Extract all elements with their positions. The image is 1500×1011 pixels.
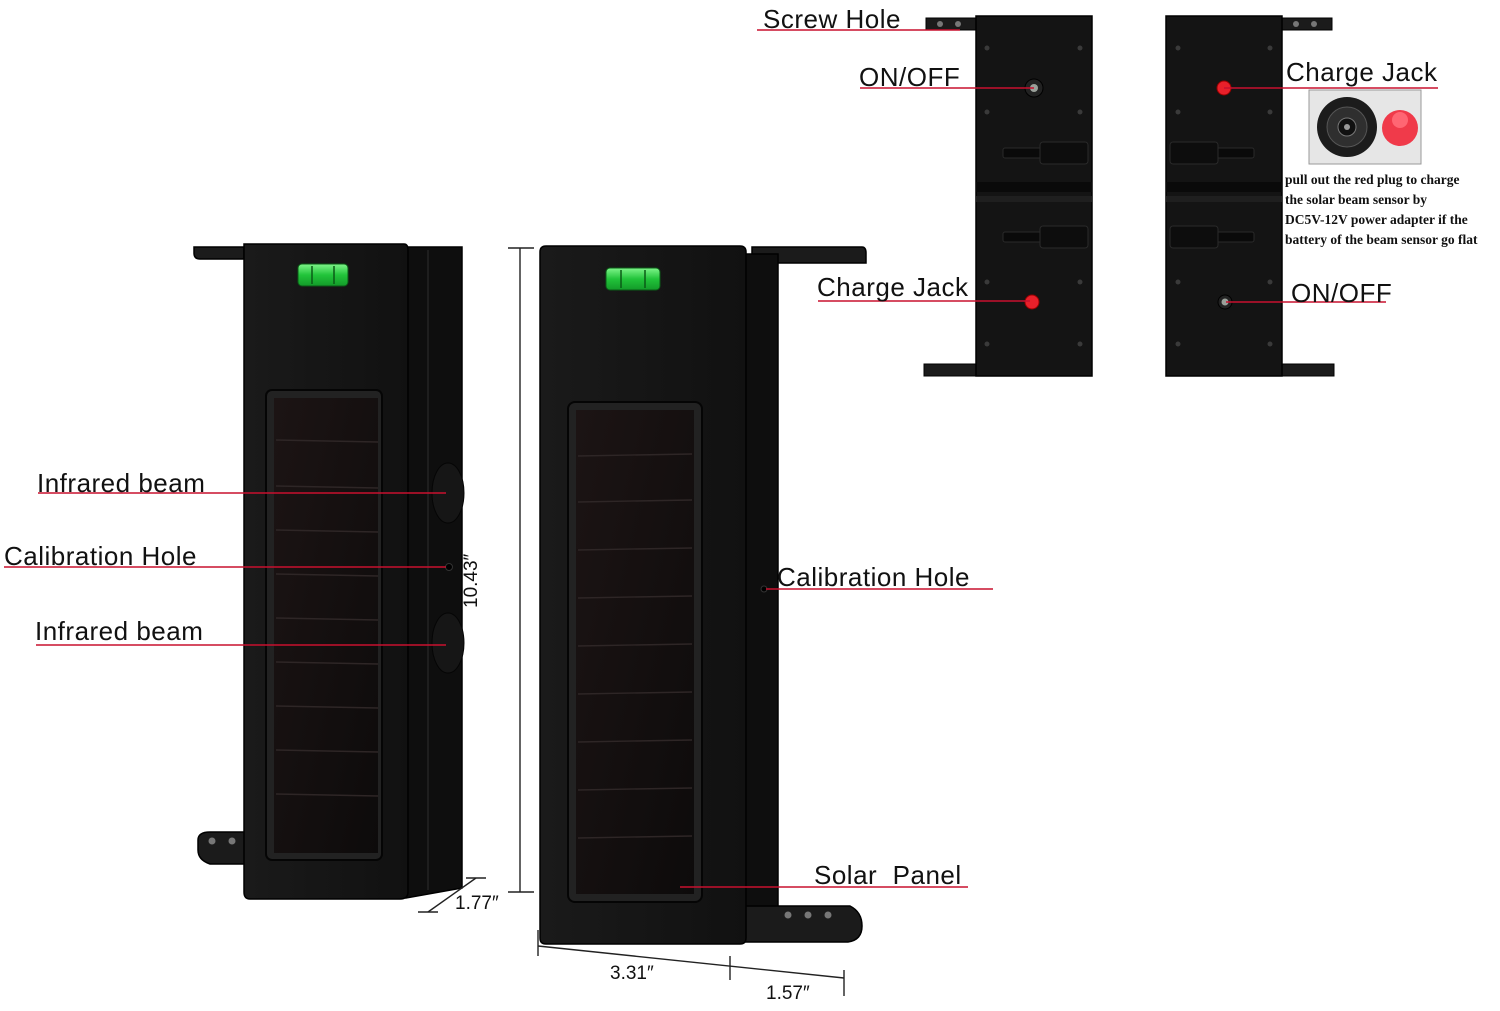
charge-jack-label-back-left: Charge Jack bbox=[817, 272, 969, 302]
charge-note-line: the solar beam sensor by bbox=[1285, 192, 1428, 207]
height-dimension: 10.43″ bbox=[461, 553, 482, 608]
left-sensor bbox=[193, 243, 465, 900]
charge-note-line: battery of the beam sensor go flat bbox=[1285, 232, 1478, 247]
on-off-label-back-right: ON/OFF bbox=[1291, 278, 1393, 308]
depth-dimension-left: 1.77″ bbox=[455, 893, 499, 914]
charge-note-line: DC5V-12V power adapter if the bbox=[1285, 212, 1468, 227]
solar-panel-label: Solar Panel bbox=[814, 860, 962, 890]
width-dimension: 3.31″ bbox=[610, 963, 654, 984]
infrared-beam-lower-label: Infrared beam bbox=[35, 616, 204, 646]
charge-note-line: pull out the red plug to charge bbox=[1285, 172, 1460, 187]
back-view-right bbox=[1165, 15, 1335, 377]
calibration-hole-right-label: Calibration Hole bbox=[777, 562, 970, 592]
dimension-lines bbox=[418, 247, 845, 996]
charge-jack-photo bbox=[1308, 89, 1422, 165]
right-sensor bbox=[539, 245, 867, 945]
depth-dimension-right: 1.57″ bbox=[766, 983, 810, 1004]
leader-lines bbox=[4, 29, 1438, 888]
on-off-label-back-left: ON/OFF bbox=[859, 62, 961, 92]
screw-hole-label: Screw Hole bbox=[763, 4, 901, 34]
infrared-beam-upper-label: Infrared beam bbox=[37, 468, 206, 498]
back-view-left bbox=[923, 15, 1093, 377]
charge-note: pull out the red plug to charge the sola… bbox=[1285, 170, 1500, 250]
calibration-hole-left-label: Calibration Hole bbox=[4, 541, 197, 571]
charge-jack-label-back-right: Charge Jack bbox=[1286, 57, 1438, 87]
